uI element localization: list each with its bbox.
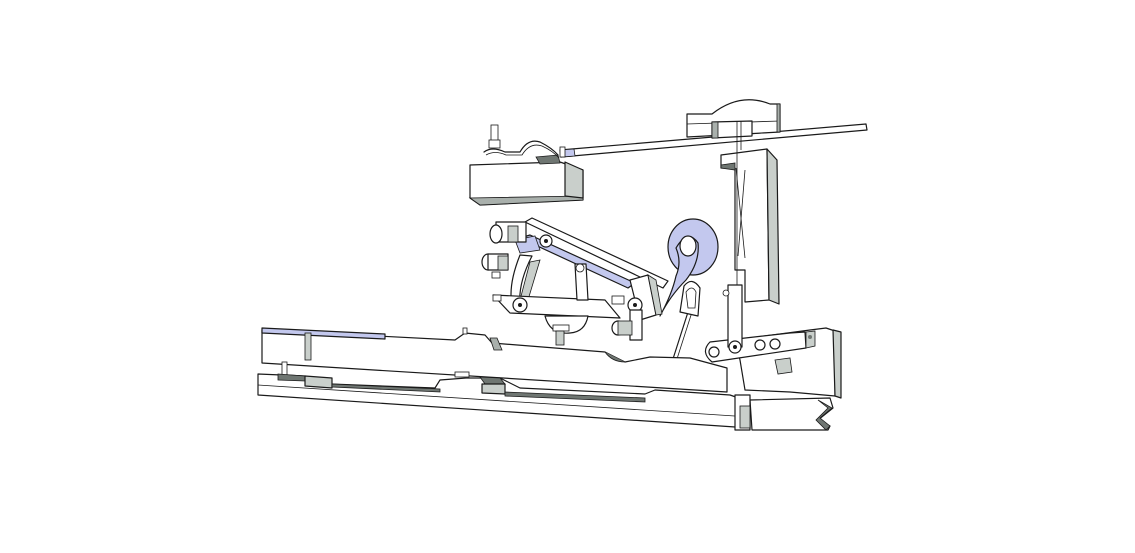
- damper-spring: [483, 124, 566, 159]
- damper-block: [468, 154, 584, 206]
- hammer-shank: [514, 217, 669, 289]
- wippen-assembly: [481, 221, 663, 346]
- key-lever: [261, 327, 728, 393]
- hammer-head: [659, 218, 719, 317]
- keyframe-base: [257, 371, 751, 429]
- hammer-rail-cap: [686, 99, 781, 150]
- vertical-bracket: [720, 148, 780, 305]
- backcheck-lever: [704, 284, 816, 363]
- backcheck: [671, 280, 701, 363]
